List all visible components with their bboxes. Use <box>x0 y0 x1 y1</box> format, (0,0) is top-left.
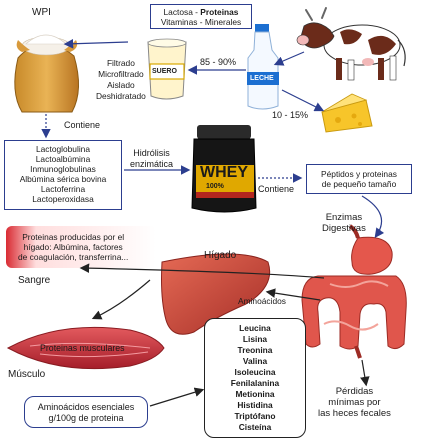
arrow-intestine-to-liver <box>265 288 321 301</box>
amino-acid-item: Treonina <box>237 345 273 355</box>
milk-components-box: Lactosa - Proteinas Vitaminas - Minerale… <box>150 4 252 29</box>
arrow-to-stomach <box>361 195 385 238</box>
milk-bottle-icon <box>247 24 279 110</box>
arrow-intestine-to-blood <box>79 263 325 279</box>
amino-acid-item: Leucina <box>239 323 271 333</box>
arrow-cow-to-leche <box>273 51 305 66</box>
whey-protein-item: Lactoglobulina <box>35 144 91 154</box>
contiene-label-2: Contiene <box>258 184 295 194</box>
blood-label: Sangre <box>18 275 51 286</box>
amino-acids-box: Leucina Lisina Treonina Valina Isoleucin… <box>204 318 306 438</box>
arrow-suero-to-wpi <box>63 38 129 49</box>
whey-jar-icon <box>191 125 257 213</box>
enzymes-line: Digestivas <box>322 223 366 234</box>
amino-acid-item: Triptófano <box>234 411 276 421</box>
whey-brand-label: WHEY <box>200 164 248 181</box>
whey-protein-item: Inmunoglobulinas <box>30 164 96 174</box>
proteinas-text: Proteinas <box>200 7 239 17</box>
suero-glass-icon <box>147 38 187 100</box>
enzymes-label: Enzimas Digestivas <box>322 212 366 234</box>
liver-protein-line: de coagulación, transferrina... <box>18 252 129 262</box>
enzymes-line: Enzimas <box>325 212 363 223</box>
whey-pct-label: 100% <box>206 183 224 190</box>
losses-line: Pérdidas <box>335 386 374 397</box>
amino-caption-line: Aminoácidos esenciales <box>37 402 135 412</box>
liver-label: Hígado <box>204 250 237 261</box>
whey-protein-item: Albúmina sérica bovina <box>19 174 107 184</box>
amino-caption-box: Aminoácidos esenciales g/100g de protein… <box>24 396 148 428</box>
amino-acid-item: Isoleucina <box>234 367 276 377</box>
process-step: Aislado <box>107 80 135 90</box>
peptidos-box: Péptidos y proteinas de pequeño tamaño <box>306 164 412 194</box>
muscle-label: Músculo <box>8 369 46 380</box>
liver-protein-line: Proteinas producidas por el <box>22 232 125 242</box>
blood-vessel-bar <box>6 226 156 268</box>
process-step: Deshidratado <box>96 91 146 101</box>
hydrolysis-label: Hidrólisis enzimática <box>130 148 173 170</box>
process-step: Filtrado <box>106 58 135 68</box>
pct-queso-label: 10 - 15% <box>272 110 309 120</box>
whey-protein-item: Lactoalbúmina <box>35 154 91 164</box>
losses-line: mínimas por <box>328 397 381 408</box>
arrow-to-muscle <box>91 279 151 320</box>
liver-icon <box>161 253 271 335</box>
peptidos-line: de pequeño tamaño <box>321 179 397 189</box>
amino-acid-item: Histidina <box>237 400 273 410</box>
amino-acid-item: Valina <box>242 356 268 366</box>
amino-caption-line: g/100g de proteina <box>48 413 124 423</box>
muscle-proteins-label: Proteinas musculares <box>40 343 125 353</box>
cow-icon <box>296 7 406 81</box>
cheese-icon <box>321 93 373 133</box>
liver-protein-line: hígado: Albúmina, factores <box>23 242 123 252</box>
arrow-to-losses <box>360 359 370 387</box>
whey-protein-item: Lactoferrina <box>40 184 86 194</box>
losses-line: las heces fecales <box>318 408 391 419</box>
liver-proteins-text: Proteinas producidas por el hígado: Albú… <box>18 232 128 262</box>
amino-acid-item: Fenilalanina <box>230 378 280 388</box>
hydrolysis-line: Hidrólisis <box>133 148 170 158</box>
intestine-icon <box>301 275 407 359</box>
wpi-sack-icon <box>14 34 79 113</box>
amino-acid-item: Cisteína <box>238 422 272 432</box>
process-steps: Filtrado Microfiltrado Aislado Deshidrat… <box>96 58 146 102</box>
whey-proteins-box: Lactoglobulina Lactoalbúmina Inmunoglobu… <box>4 140 122 210</box>
leche-label: LECHE <box>250 75 274 82</box>
hydrolysis-line: enzimática <box>130 159 174 169</box>
vitaminas-text: Vitaminas - Minerales <box>160 17 242 27</box>
amino-acid-item: Metionina <box>235 389 275 399</box>
milk-components-line1: Lactosa - Proteinas <box>151 7 251 17</box>
muscle-fiber-lines <box>29 342 151 358</box>
lactosa-text: Lactosa - <box>163 7 201 17</box>
whey-protein-item: Lactoperoxidasa <box>32 194 94 204</box>
contiene-label-1: Contiene <box>64 120 101 130</box>
peptidos-line: Péptidos y proteinas <box>321 169 397 179</box>
pct-suero-label: 85 - 90% <box>200 57 237 67</box>
suero-label: SUERO <box>152 68 177 75</box>
process-step: Microfiltrado <box>98 69 144 79</box>
amino-acid-item: Lisina <box>242 334 268 344</box>
muscle-icon <box>6 326 165 370</box>
arrow-leche-to-cheese <box>281 89 325 112</box>
arrow-caption-to-amino <box>149 387 205 407</box>
amino-acids-flow-label: Aminoácidos <box>238 296 286 306</box>
stomach-icon <box>348 224 393 275</box>
losses-label: Pérdidas mínimas por las heces fecales <box>318 386 391 419</box>
wpi-label: WPI <box>32 7 51 18</box>
